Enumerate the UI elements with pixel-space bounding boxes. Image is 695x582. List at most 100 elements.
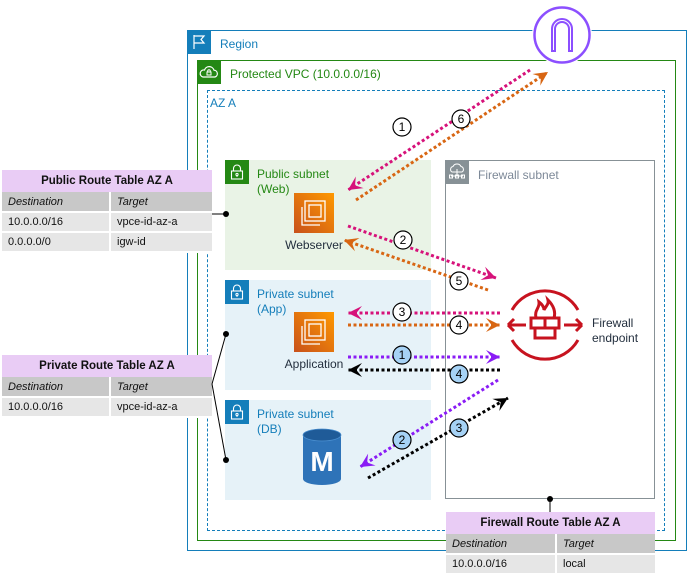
step-marker: 1 xyxy=(392,117,412,137)
db-subnet-label-line1: Private subnet xyxy=(257,407,334,421)
internet-gateway-icon[interactable] xyxy=(532,5,592,65)
rds-database-icon[interactable]: M xyxy=(302,428,342,488)
step-marker-number: 1 xyxy=(399,348,406,362)
flow-arrow-line xyxy=(355,70,549,202)
step-marker: 4 xyxy=(449,315,469,335)
public-rt-target: igw-id xyxy=(110,232,212,253)
flow-arrow-head xyxy=(486,350,500,364)
flow-arrow-head xyxy=(486,318,500,332)
database-letter: M xyxy=(310,446,334,477)
step-marker: 6 xyxy=(451,109,471,129)
step-marker-circle xyxy=(392,430,412,450)
public-route-table-title: Public Route Table AZ A xyxy=(2,170,212,192)
vpc-group: Protected VPC (10.0.0.0/16) xyxy=(197,60,676,541)
app-subnet-label-line1: Private subnet xyxy=(257,287,334,301)
application-ec2-icon[interactable] xyxy=(294,312,334,352)
step-marker-number: 5 xyxy=(456,274,463,288)
cloud-network-icon xyxy=(445,160,469,184)
flow-arrow-head xyxy=(360,453,376,467)
private-rt-header-target: Target xyxy=(110,377,212,398)
step-marker-circle xyxy=(451,109,471,129)
public-route-table: Public Route Table AZ A Destination Targ… xyxy=(2,170,212,253)
webserver-label: Webserver xyxy=(285,238,343,252)
db-subnet-label-line2: (DB) xyxy=(257,422,282,436)
table-row: 0.0.0.0/0 igw-id xyxy=(2,232,212,253)
private-rt-target: vpce-id-az-a xyxy=(110,397,212,418)
firewall-endpoint-label-line1: Firewall xyxy=(592,316,634,330)
flow-arrow-head xyxy=(348,306,362,320)
app-subnet: Private subnet (App) xyxy=(225,280,431,390)
step-marker-number: 3 xyxy=(456,421,463,435)
step-marker-number: 3 xyxy=(399,305,406,319)
step-marker: 5 xyxy=(449,271,469,291)
public-subnet-label-line1: Public subnet xyxy=(257,167,330,181)
cloud-lock-icon xyxy=(197,60,221,84)
public-subnet-label-line2: (Web) xyxy=(257,182,290,196)
firewall-rt-header-destination: Destination xyxy=(446,534,557,555)
step-marker-circle xyxy=(449,271,469,291)
vpc-label: Protected VPC (10.0.0.0/16) xyxy=(230,67,381,81)
step-marker: 2 xyxy=(393,230,413,250)
flag-icon xyxy=(187,30,211,54)
step-marker: 2 xyxy=(392,430,412,450)
flow-arrow-head xyxy=(348,176,364,190)
step-marker-circle xyxy=(392,117,412,137)
flow-arrow-head xyxy=(532,72,548,86)
table-row: 10.0.0.0/16 vpce-id-az-a xyxy=(2,397,212,418)
app-subnet-label-line2: (App) xyxy=(257,302,287,316)
public-rt-header-target: Target xyxy=(110,192,212,213)
az-group: AZ A xyxy=(207,90,665,531)
step-marker-number: 2 xyxy=(399,433,406,447)
flow-arrow-line xyxy=(347,224,497,280)
flow-arrow-line xyxy=(343,238,489,292)
step-marker-circle xyxy=(449,315,469,335)
step-marker-number: 2 xyxy=(400,233,407,247)
step-marker-circle xyxy=(392,345,412,365)
region-group: Region xyxy=(187,30,687,551)
step-marker-circle xyxy=(393,230,413,250)
public-rt-target: vpce-id-az-a xyxy=(110,212,212,233)
firewall-rt-target: local xyxy=(556,554,655,575)
step-marker: 1 xyxy=(392,345,412,365)
table-row: 10.0.0.0/16 vpce-id-az-a xyxy=(2,212,212,233)
public-rt-destination: 0.0.0.0/0 xyxy=(2,232,111,253)
step-marker-number: 1 xyxy=(399,120,406,134)
region-label: Region xyxy=(220,37,259,51)
firewall-endpoint-label-line2: endpoint xyxy=(592,331,639,345)
lock-icon xyxy=(225,400,249,424)
private-rt-header-destination: Destination xyxy=(2,377,111,398)
lock-icon xyxy=(225,160,249,184)
public-rt-header-destination: Destination xyxy=(2,192,111,213)
step-marker: 3 xyxy=(392,302,412,322)
step-marker-number: 4 xyxy=(456,318,463,332)
private-route-table: Private Route Table AZ A Destination Tar… xyxy=(2,355,212,418)
step-marker-number: 6 xyxy=(458,112,465,126)
flow-arrow-head xyxy=(480,266,496,280)
webserver-ec2-icon[interactable] xyxy=(294,193,334,233)
private-route-table-title: Private Route Table AZ A xyxy=(2,355,212,377)
firewall-rt-header-target: Target xyxy=(556,534,655,555)
step-marker-number: 4 xyxy=(456,367,463,381)
network-firewall-icon[interactable] xyxy=(500,280,590,370)
application-label: Application xyxy=(284,357,344,371)
firewall-route-table-title: Firewall Route Table AZ A xyxy=(446,512,655,534)
firewall-subnet-label: Firewall subnet xyxy=(478,168,559,182)
flow-arrow-line xyxy=(367,396,509,480)
step-marker: 3 xyxy=(449,418,469,438)
lock-icon xyxy=(225,280,249,304)
flow-arrow-head xyxy=(492,398,508,412)
step-marker-circle xyxy=(449,418,469,438)
private-rt-destination: 10.0.0.0/16 xyxy=(2,397,111,418)
step-marker-circle xyxy=(449,364,469,384)
firewall-route-table: Firewall Route Table AZ A Destination Ta… xyxy=(446,512,655,575)
public-rt-destination: 10.0.0.0/16 xyxy=(2,212,111,233)
flow-arrow-head xyxy=(344,237,360,252)
step-marker-circle xyxy=(392,302,412,322)
flow-arrow-head xyxy=(348,363,362,377)
az-label: AZ A xyxy=(210,96,237,110)
flow-arrow-line xyxy=(347,68,531,192)
table-row: 10.0.0.0/16 local xyxy=(446,554,655,575)
db-subnet: Private subnet (DB) xyxy=(225,400,431,500)
flow-arrow-line xyxy=(359,378,499,469)
step-marker: 4 xyxy=(449,364,469,384)
